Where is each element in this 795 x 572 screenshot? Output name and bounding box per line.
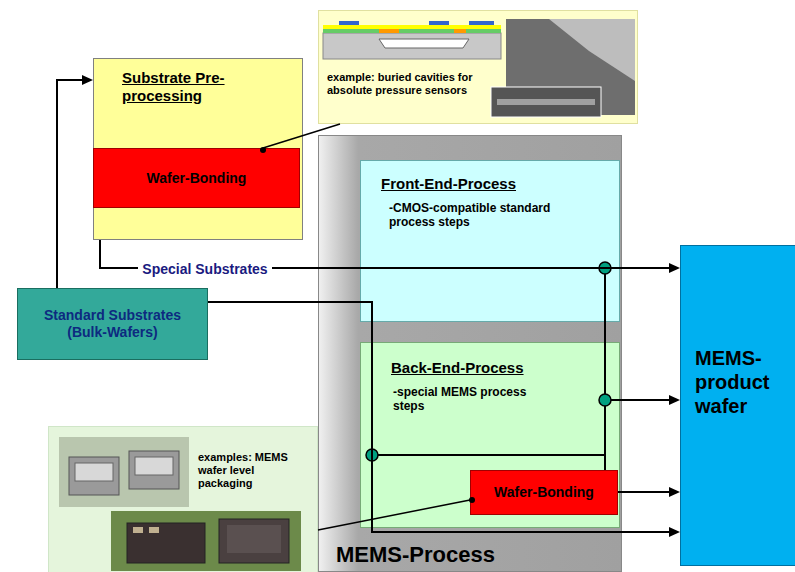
connector-line (318, 500, 470, 530)
cross-section-illustration (319, 11, 639, 119)
chip-window (135, 457, 173, 475)
connector-line (57, 80, 82, 288)
node-title: Back-End-Process (391, 359, 611, 377)
connector-arrow (618, 487, 680, 497)
node-title: examples: MEMS wafer level packaging (198, 451, 303, 491)
process-box: Front-End-Process -CMOS-compatible standa… (360, 160, 620, 322)
node-title: example: buried cavities for absolute pr… (327, 71, 487, 97)
photo-ground (59, 437, 189, 507)
branch-wire (604, 268, 606, 470)
connector-arrow (57, 75, 93, 288)
node-title: Standard Substrates (44, 307, 181, 324)
node-title: Wafer-Bonding (494, 484, 594, 501)
arrowhead (82, 75, 93, 85)
node-text: -CMOS-compatible standard process steps (389, 201, 559, 230)
leader-line (318, 500, 470, 530)
node-title: MEMS-product wafer (695, 346, 790, 418)
connector-arrow (100, 240, 680, 273)
node-title: Substrate Pre-processing (122, 69, 272, 105)
sem-cavity (497, 99, 595, 105)
arrowhead (669, 527, 680, 537)
product-box: MEMS-product wafer (680, 245, 795, 566)
process-box: Substrate Pre-processingWafer-Bonding (93, 58, 303, 240)
connector-arrow (620, 395, 680, 405)
arrowhead (669, 487, 680, 497)
arrowhead (669, 395, 680, 405)
process-panel: MEMS-Process Front-End-Process -CMOS-compa… (318, 135, 622, 572)
buried-cavity (379, 39, 469, 48)
callout-panel: example: buried cavities for absolute pr… (318, 10, 638, 124)
process-band: Wafer-Bonding (470, 470, 618, 515)
node-text: -special MEMS process steps (393, 385, 543, 414)
chip (69, 457, 119, 495)
process-box: Back-End-Process -special MEMS process st… (360, 342, 620, 528)
arrowhead (669, 263, 680, 273)
layer-blue (339, 21, 359, 25)
node-title: MEMS-Process (336, 542, 617, 568)
node-text: (Bulk-Wafers) (67, 324, 158, 341)
example-panel: examples: MEMS wafer level packaging (48, 426, 318, 572)
connector-line (618, 491, 669, 493)
edge-label: Special Substrates (138, 261, 271, 278)
connector-line (263, 124, 340, 148)
chip (219, 519, 289, 563)
sem-wedge (549, 19, 635, 81)
connector-line (208, 302, 669, 532)
branch-wire (372, 454, 605, 456)
layer-orange (379, 29, 399, 33)
connector-line (100, 240, 669, 268)
connector-arrow (208, 302, 680, 537)
substrate-box: Standard Substrates(Bulk-Wafers) (17, 288, 208, 360)
layer-blue (429, 21, 449, 25)
layer-yellow (323, 25, 501, 29)
layer-blue (469, 21, 494, 25)
chip (127, 523, 205, 563)
chip-lid (227, 525, 281, 553)
layer-orange (454, 29, 466, 33)
connector-line (620, 399, 669, 401)
chip (129, 451, 179, 489)
substrate-bulk (323, 33, 501, 59)
node-title: Wafer-Bonding (147, 170, 247, 187)
node-title: Front-End-Process (381, 175, 611, 193)
photo-ground (111, 511, 301, 571)
junction-dot (599, 394, 611, 406)
packaging-photos (49, 427, 319, 572)
chip-pad (133, 527, 143, 533)
chip-pad (149, 527, 159, 533)
sem-image (491, 87, 601, 117)
layer-green (323, 29, 501, 33)
chip-window (75, 463, 113, 481)
leader-line (263, 124, 340, 148)
process-band: Wafer-Bonding (93, 148, 300, 208)
